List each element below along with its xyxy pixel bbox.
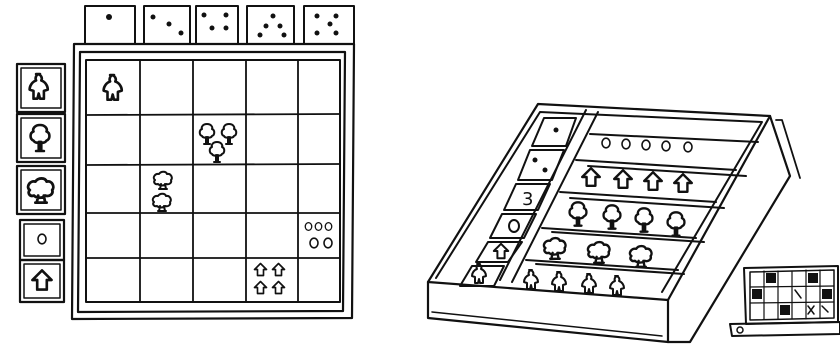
token-house: [20, 260, 64, 302]
circle-icon: [662, 141, 670, 151]
circle-icon: [642, 140, 650, 150]
circle-icon: [315, 223, 322, 231]
bush-icon: [544, 238, 566, 259]
house-icon: [273, 282, 285, 294]
tree-icon: [222, 124, 237, 144]
house-icon: [255, 282, 267, 294]
circle-icon: [602, 138, 610, 148]
house-icon: [582, 168, 600, 186]
bush-icon: [153, 194, 171, 211]
tree-icon: [636, 208, 653, 231]
person-icon: [582, 274, 596, 293]
person-icon: [524, 270, 538, 289]
person-icon: [104, 75, 122, 100]
cell-trees: [200, 124, 237, 162]
token-circle: [20, 220, 64, 260]
token-bush: [17, 166, 65, 214]
person-icon: [30, 74, 48, 99]
cell-bushes: [153, 172, 172, 211]
cell-houses: [255, 264, 285, 294]
circle-icon: [325, 223, 332, 231]
side-tokens: [17, 64, 65, 302]
token-tree: [17, 114, 65, 162]
house-icon: [32, 270, 51, 289]
mini-board: [730, 266, 840, 336]
storage-box: 3: [428, 104, 800, 342]
circle-icon: [38, 234, 46, 244]
bush-icon: [588, 242, 610, 263]
die-1: [85, 6, 135, 44]
die-5a: [247, 6, 294, 44]
cell-person: [104, 75, 122, 100]
compartment-circles: [602, 138, 692, 152]
cell-circles: [305, 223, 332, 248]
tree-icon: [668, 212, 685, 235]
circle-icon: [684, 142, 692, 152]
house-icon: [255, 264, 267, 276]
tree-icon: [604, 205, 621, 228]
dice-row: [85, 6, 354, 44]
circle-icon: [310, 238, 318, 248]
die-5b: [304, 6, 354, 44]
bush-icon: [28, 178, 53, 202]
person-icon: [552, 272, 566, 291]
circle-icon: [324, 238, 332, 248]
tree-icon: [31, 125, 50, 151]
house-icon: [494, 244, 508, 258]
circle-icon: [305, 223, 312, 231]
die-4: [196, 6, 238, 44]
house-icon: [614, 170, 632, 188]
die-label-three: 3: [522, 189, 533, 210]
person-icon: [610, 276, 624, 295]
compartments: [524, 134, 758, 295]
house-icon: [674, 174, 692, 192]
die-3: [144, 6, 190, 44]
left-board: [72, 44, 354, 319]
tree-icon: [200, 124, 215, 144]
house-icon: [644, 172, 662, 190]
house-icon: [273, 264, 285, 276]
tree-icon: [570, 202, 587, 225]
tree-icon: [210, 142, 225, 162]
bush-icon: [154, 172, 172, 189]
circle-icon: [622, 139, 630, 149]
board-grid: [86, 60, 340, 302]
token-person: [17, 64, 65, 112]
bush-icon: [630, 246, 652, 267]
